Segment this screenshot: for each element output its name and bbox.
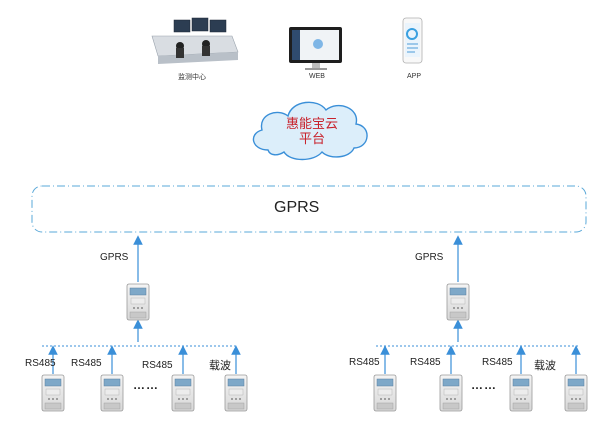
right-group-links <box>376 235 581 374</box>
right-uplink-label: GPRS <box>415 252 444 263</box>
left-meter-2 <box>100 374 124 412</box>
left-meter-4 <box>224 374 248 412</box>
right-concentrator-meter <box>446 283 470 321</box>
left-carrier-label: 载波 <box>209 360 231 372</box>
cloud-platform-line1: 惠能宝云 <box>285 116 338 131</box>
left-group-links <box>42 235 241 374</box>
web-label: WEB <box>309 73 325 80</box>
app-phone-icon <box>402 17 423 64</box>
cloud-platform-label: 惠能宝云 平台 <box>272 116 352 146</box>
right-bus-label-1: RS485 <box>349 357 380 368</box>
right-meter-2 <box>439 374 463 412</box>
left-meter-3 <box>171 374 195 412</box>
left-meter-1 <box>41 374 65 412</box>
right-meter-3 <box>509 374 533 412</box>
monitor-center-icon <box>151 17 239 64</box>
cloud-platform-shape <box>252 101 368 161</box>
left-uplink-label: GPRS <box>100 252 129 263</box>
right-meter-4 <box>564 374 588 412</box>
monitor-center-label: 监测中心 <box>178 74 206 81</box>
cloud-platform-line2: 平台 <box>298 131 325 146</box>
left-bus-label-3: RS485 <box>142 360 173 371</box>
app-label: APP <box>407 73 422 80</box>
left-bus-label-2: RS485 <box>71 358 102 369</box>
right-carrier-label: 载波 <box>534 360 556 372</box>
right-meter-1 <box>373 374 397 412</box>
right-bus-label-2: RS485 <box>410 357 441 368</box>
right-ellipsis: …… <box>471 378 497 392</box>
left-concentrator-meter <box>126 283 150 321</box>
right-bus-label-3: RS485 <box>482 357 513 368</box>
left-bus-label-1: RS485 <box>25 358 56 369</box>
gprs-network-box <box>31 185 587 233</box>
left-ellipsis: …… <box>133 378 159 392</box>
gprs-network-label: GPRS <box>274 199 320 216</box>
web-monitor-icon <box>289 27 342 70</box>
